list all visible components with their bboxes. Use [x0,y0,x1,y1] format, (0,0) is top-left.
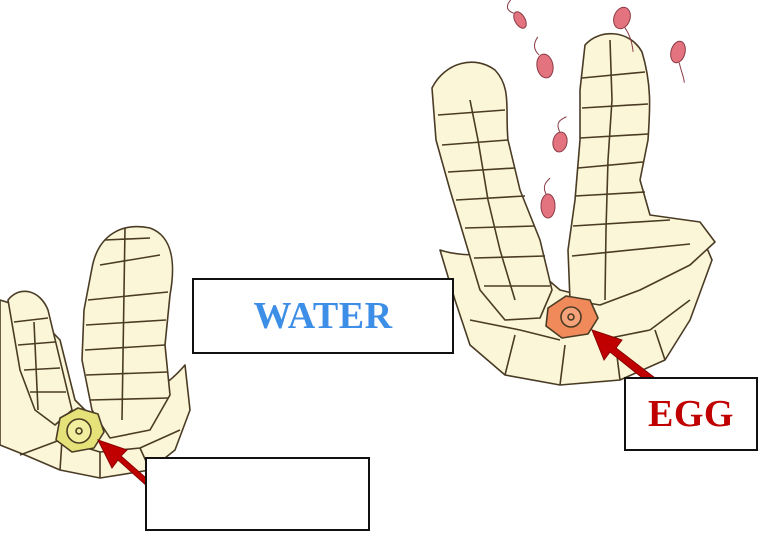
sperm-cell [541,178,555,218]
blank-label-box[interactable] [145,457,370,531]
left-archegonium [0,227,190,478]
water-label: WATER [253,294,392,338]
water-label-box: WATER [192,278,454,354]
sperm-cell [551,115,571,153]
egg-label: EGG [648,392,734,436]
sperm-cell [664,40,694,83]
sperm-cell [532,35,555,79]
sperm-cell [505,0,529,30]
right-archegonium [432,34,715,385]
egg-label-box: EGG [624,377,758,451]
